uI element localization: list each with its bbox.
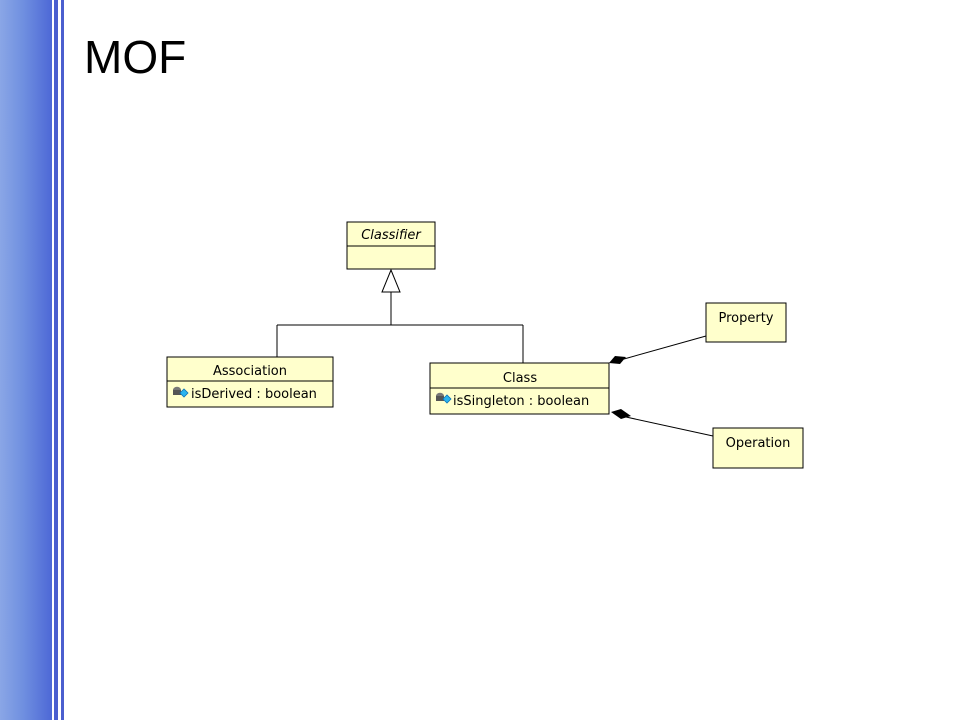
side-gradient-bar <box>0 0 52 720</box>
generalization-arrowhead <box>381 268 401 293</box>
class-box-class[interactable]: Class isSingleton : boolean <box>429 362 610 415</box>
generalization-connector <box>276 292 524 363</box>
class-box-operation[interactable]: Operation <box>712 427 804 469</box>
composition-diamond <box>611 409 631 419</box>
side-stripe <box>54 0 58 720</box>
class-name-operation: Operation <box>726 436 791 451</box>
slide-title: MOF <box>84 31 187 83</box>
class-name-class: Class <box>503 371 537 386</box>
class-name-association: Association <box>213 364 287 379</box>
composition-connector-operation <box>611 409 714 437</box>
class-name-classifier: Classifier <box>361 228 422 243</box>
attribute-issingleton: isSingleton : boolean <box>453 394 589 409</box>
composition-connector-property <box>609 335 707 364</box>
side-stripe <box>61 0 64 720</box>
attribute-isderived: isDerived : boolean <box>191 387 317 402</box>
composition-diamond <box>609 356 626 364</box>
class-box-association[interactable]: Association isDerived : boolean <box>166 356 334 408</box>
class-box-property[interactable]: Property <box>705 302 787 343</box>
class-box-classifier[interactable]: Classifier <box>346 221 436 270</box>
class-name-property: Property <box>718 311 773 326</box>
